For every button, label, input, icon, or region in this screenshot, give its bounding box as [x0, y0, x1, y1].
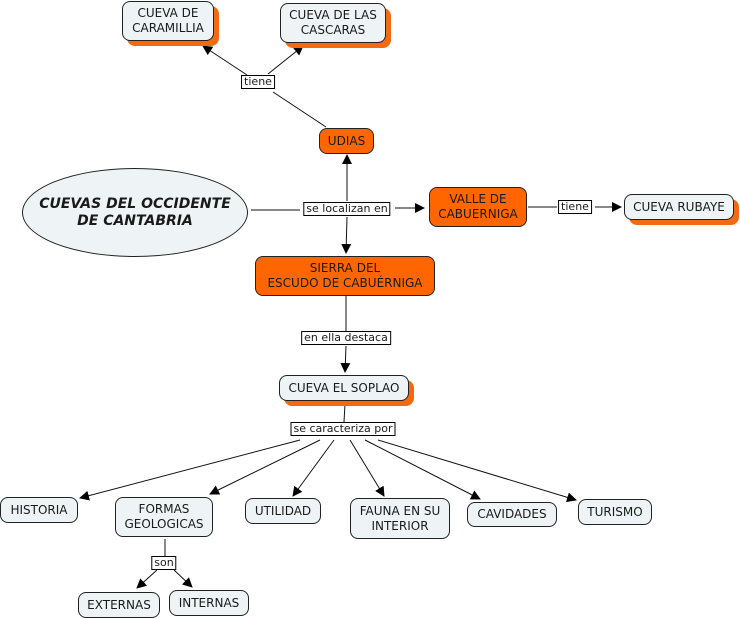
node-cueva-el-soplao[interactable]: CUEVA EL SOPLAO — [279, 375, 409, 401]
arrow-to-fauna — [349, 439, 385, 497]
node-utilidad[interactable]: UTILIDAD — [245, 498, 321, 524]
node-internas[interactable]: INTERNAS — [169, 590, 249, 616]
arrow-to-historia — [79, 439, 301, 501]
node-historia[interactable]: HISTORIA — [0, 497, 78, 523]
node-udias[interactable]: UDIAS — [319, 128, 374, 154]
node-turismo[interactable]: TURISMO — [578, 499, 652, 525]
root-concept-node[interactable]: CUEVAS DEL OCCIDENTE DE CANTABRIA — [22, 168, 248, 257]
link-label-en-ella-destaca[interactable]: en ella destaca — [301, 331, 391, 345]
arrow-to-caramillia — [202, 45, 248, 76]
arrow-to-externas — [136, 569, 158, 589]
node-cueva-rubaye[interactable]: CUEVA RUBAYE — [624, 194, 734, 220]
link-label-se-caracteriza-por[interactable]: se caracteriza por — [290, 422, 396, 436]
node-sierra-del-escudo[interactable]: SIERRA DEL ESCUDO DE CABUÉRNIGA — [255, 256, 435, 296]
arrow-to-internas — [173, 569, 193, 588]
node-fauna-en-su-interior[interactable]: FAUNA EN SU INTERIOR — [350, 498, 450, 539]
link-label-se-localizan-en[interactable]: se localizan en — [303, 202, 391, 216]
node-cavidades[interactable]: CAVIDADES — [467, 502, 557, 527]
arrow-to-utilidad — [292, 439, 335, 497]
arrow-to-sierra — [341, 216, 352, 254]
node-cueva-de-caramillia[interactable]: CUEVA DE CARAMILLIA — [122, 1, 214, 41]
arrow-to-formas — [209, 439, 321, 495]
link-label-son[interactable]: son — [151, 556, 177, 570]
connector-udias-tiene — [272, 91, 327, 128]
arrow-to-cascaras — [267, 45, 304, 75]
node-formas-geologicas[interactable]: FORMAS GEOLOGICAS — [115, 497, 213, 537]
node-cueva-de-las-cascaras[interactable]: CUEVA DE LAS CASCARAS — [280, 3, 386, 43]
arrow-to-cavidades — [364, 439, 481, 500]
arrow-to-soplao — [340, 345, 351, 373]
arrow-to-turismo — [377, 439, 577, 503]
node-externas[interactable]: EXTERNAS — [78, 592, 160, 618]
link-label-tiene-valle[interactable]: tiene — [558, 200, 592, 214]
node-valle-de-cabuerniga[interactable]: VALLE DE CABUERNIGA — [429, 187, 527, 227]
link-label-tiene-udias[interactable]: tiene — [241, 75, 275, 89]
connector-soplao-caracteriza — [343, 403, 346, 423]
